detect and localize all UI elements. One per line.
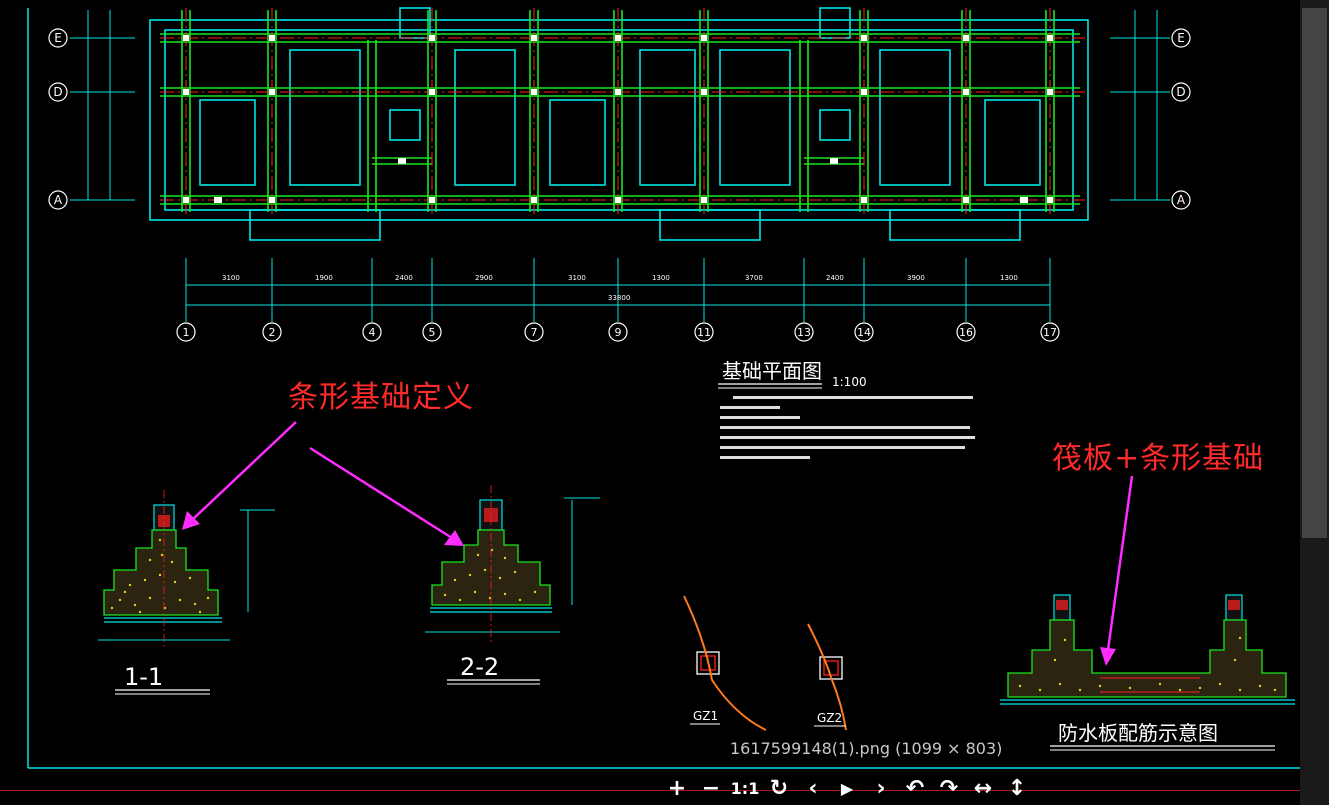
column-axis-label: 2	[269, 326, 276, 339]
span-label: 1300	[1000, 274, 1018, 282]
span-label: 3900	[907, 274, 925, 282]
span-label: 2400	[826, 274, 844, 282]
column-axis-label: 17	[1043, 326, 1057, 339]
image-filename-caption: 1617599148(1).png (1099 × 803)	[730, 739, 1003, 758]
plan-title-block: 基础平面图 1:100	[718, 359, 975, 459]
concrete-hatch	[110, 538, 210, 614]
rotate-icon[interactable]: ↻	[769, 775, 789, 801]
undo-icon[interactable]: ↶	[905, 775, 925, 801]
row-axis-label: D	[1176, 85, 1185, 99]
foundation-plan: 3100 1900 2400 2900 3100 1300 3700 2400 …	[48, 7, 1191, 342]
span-label: 3100	[222, 274, 240, 282]
cad-drawing[interactable]: 3100 1900 2400 2900 3100 1300 3700 2400 …	[0, 0, 1300, 790]
plan-title: 基础平面图	[722, 359, 822, 383]
plan-scale: 1:100	[832, 375, 867, 389]
next-icon[interactable]: ›	[876, 775, 886, 801]
column-axis-label: 7	[531, 326, 538, 339]
row-axis-label: E	[1177, 31, 1185, 45]
zoom-out-button[interactable]: −	[701, 775, 721, 801]
span-label: 2400	[395, 274, 413, 282]
gz1-label: GZ1	[693, 709, 718, 723]
toolbar-divider	[0, 790, 1300, 791]
section-2-label: 2-2	[460, 653, 499, 681]
raft-foundation-annotation: 筏板+条形基础	[1052, 441, 1265, 476]
total-length: 33800	[608, 294, 630, 302]
column-axis-label: 4	[369, 326, 376, 339]
gz2-label: GZ2	[817, 711, 842, 725]
strip-foundation-annotation: 条形基础定义	[288, 380, 474, 415]
scrollbar-thumb[interactable]	[1302, 8, 1327, 538]
section-1-1-detail: 1-1	[98, 490, 275, 695]
section-1-label: 1-1	[124, 663, 163, 691]
waterproof-board-detail: 防水板配筋示意图	[1000, 594, 1295, 751]
column-axis-label: 11	[697, 326, 711, 339]
span-label: 3100	[568, 274, 586, 282]
annotation-arrows	[182, 421, 1134, 666]
play-icon[interactable]: ▶	[840, 778, 854, 798]
viewer-toolbar: + − 1:1 ↻ ‹ ▶ › ↶ ↷ ↔ ↕	[660, 773, 1034, 803]
waterproof-title: 防水板配筋示意图	[1058, 721, 1218, 745]
column-axis-label: 14	[857, 326, 871, 339]
row-axis-label: D	[53, 85, 62, 99]
column-details: GZ1 GZ2	[683, 595, 847, 731]
zoom-in-button[interactable]: +	[667, 775, 687, 801]
span-label: 1900	[315, 274, 333, 282]
column-axis-label: 13	[797, 326, 811, 339]
column-axis-label: 9	[615, 326, 622, 339]
row-axis-label: E	[54, 31, 62, 45]
fit-height-icon[interactable]: ↕	[1007, 775, 1027, 801]
row-axis-label: A	[54, 193, 63, 207]
span-label: 1300	[652, 274, 670, 282]
vertical-scrollbar[interactable]	[1300, 0, 1329, 805]
fit-width-icon[interactable]: ↔	[973, 775, 993, 801]
row-axis-label: A	[1177, 193, 1186, 207]
column-axis-label: 5	[429, 326, 436, 339]
previous-icon[interactable]: ‹	[808, 775, 818, 801]
section-2-2-detail: 2-2	[425, 485, 600, 685]
column-axis-label: 16	[959, 326, 973, 339]
actual-size-button[interactable]: 1:1	[730, 778, 760, 798]
concrete-hatch	[1018, 636, 1277, 692]
redo-icon[interactable]: ↷	[939, 775, 959, 801]
column-axis-label: 1	[183, 326, 190, 339]
span-label: 3700	[745, 274, 763, 282]
span-label: 2900	[475, 274, 493, 282]
